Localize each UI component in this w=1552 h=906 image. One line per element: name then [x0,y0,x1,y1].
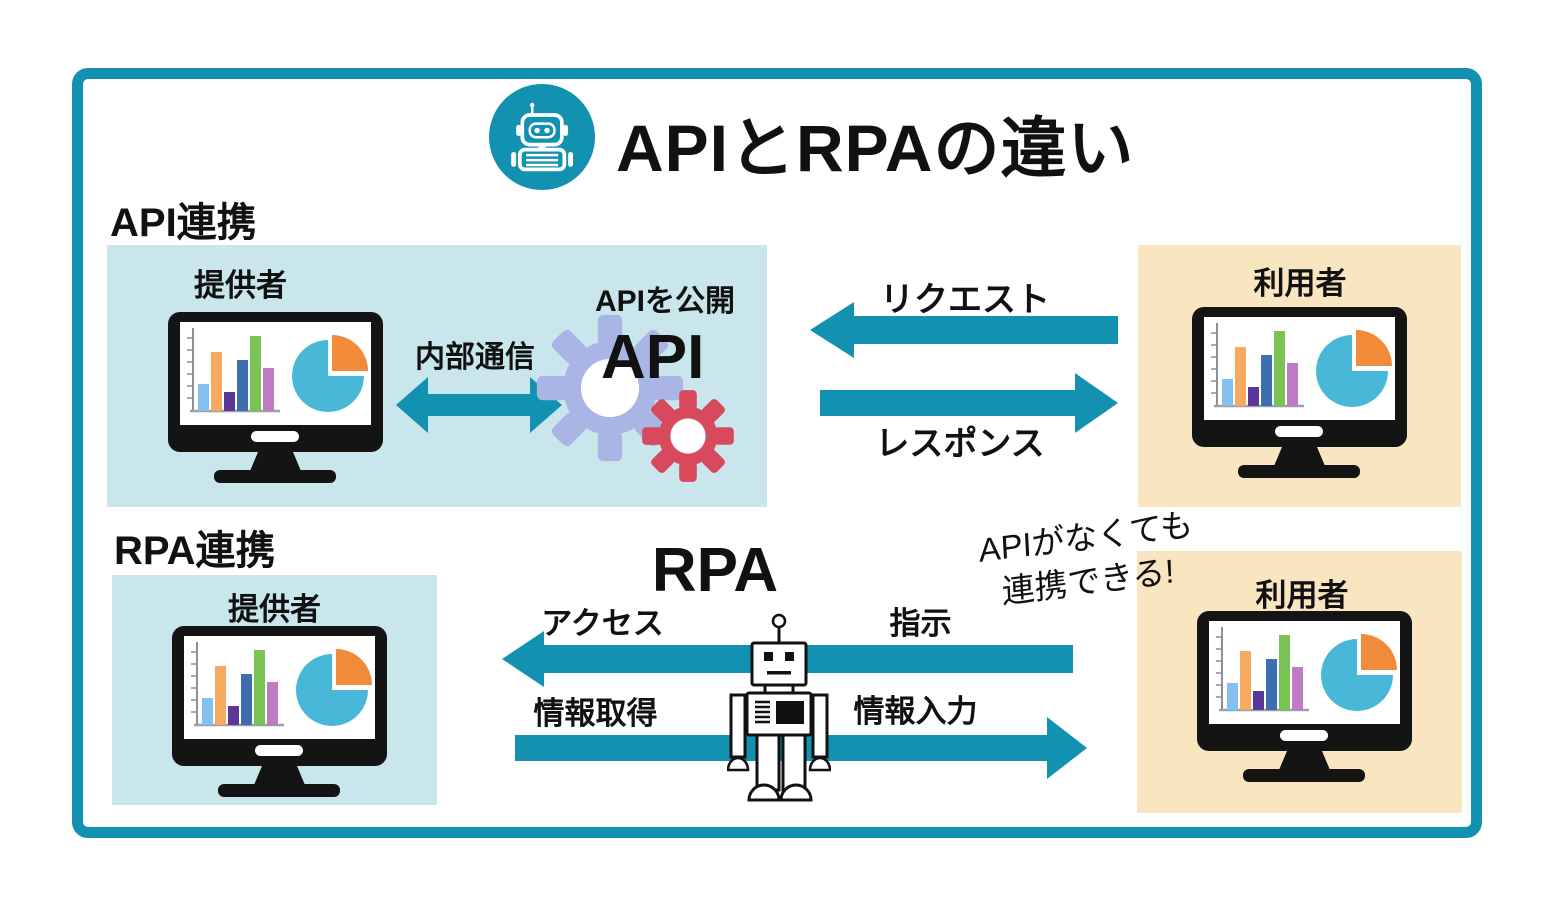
rpa-section-label: RPA連携 [114,529,276,573]
page-title: APIとRPAの違い [616,111,1135,185]
access-label: アクセス [541,606,664,641]
api-publish-label: APIを公開 [594,285,735,318]
arrowhead-left-icon [810,302,854,358]
rpa-robot-icon [727,613,831,805]
monitor-graphic [172,626,387,801]
response-arrow [820,373,1118,433]
outer-border [72,68,1482,838]
api-provider-label: 提供者 [194,268,287,303]
info-input-arrow [515,717,1087,779]
api-user-label: 利用者 [1253,266,1347,301]
arrowhead-left-icon [396,377,428,433]
monitor-graphic [1192,307,1407,482]
monitor-graphic [1197,611,1412,786]
rpa-user-label: 利用者 [1255,578,1349,613]
arrowhead-right-icon [1047,717,1087,779]
title-robot-badge [489,84,595,190]
rpa-provider-label: 提供者 [228,592,321,627]
rpa-title: RPA [651,536,779,605]
gear-small-icon [642,390,734,482]
internal-comm-label: 内部通信 [415,341,535,374]
robot-icon [511,102,573,171]
monitor-graphic [168,312,383,487]
arrowhead-right-icon [1075,373,1118,433]
api-section-label: API連携 [110,201,257,245]
request-label: リクエスト [880,281,1050,319]
arrowhead-left-icon [502,631,544,687]
instruction-label: 指示 [889,606,952,641]
request-arrow [810,302,1118,359]
internal-comm-arrow [396,377,562,433]
info-get-label: 情報取得 [533,696,658,731]
response-label: レスポンス [875,425,1045,463]
access-arrow [502,631,1073,687]
info-input-label: 情報入力 [853,694,978,729]
api-gear-label: API [601,323,705,392]
